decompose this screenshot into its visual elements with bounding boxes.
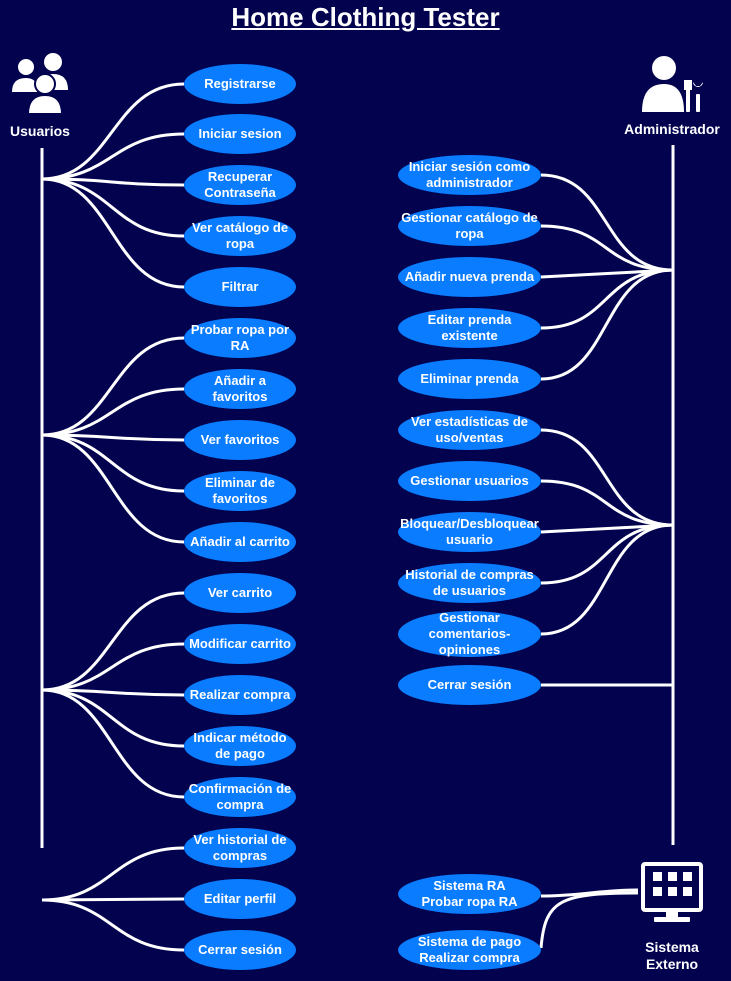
usecase-ver-carrito[interactable]: Ver carrito [184,573,296,613]
usecase-confirmacion-de-compra[interactable]: Confirmación de compra [184,777,296,817]
admin-connector-gestionar-usuarios [540,479,674,527]
actor-usuarios-label: Usuarios [10,123,70,139]
connector-modificar-carrito [41,642,185,692]
admin-usecase-iniciar-sesion-como-administrador[interactable]: Iniciar sesión como administrador [398,155,541,195]
connector-indicar-metodo-de-pago [41,688,185,748]
admin-connector-eliminar-prenda [540,268,674,381]
use-case-label: Ver historial de compras [193,832,287,863]
use-case-label: Añadir al carrito [190,534,290,549]
connector-ver-historial-de-compras [41,846,185,902]
use-case-label: Eliminar prenda [420,371,519,386]
use-case-label: Ver favoritos [200,432,280,447]
usecase-ver-historial-de-compras[interactable]: Ver historial de compras [184,828,296,868]
use-case-label: Registrarse [204,76,276,91]
use-case-label: Sistema RA Probar ropa RA [421,878,518,909]
usecase-editar-perfil[interactable]: Editar perfil [184,879,296,919]
admin-connector-editar-prenda-existente [540,268,674,330]
connector-registrarse [41,82,185,181]
use-case-label: Iniciar sesion [198,126,282,141]
admin-usecase-ver-estadisticas-de-uso-ventas[interactable]: Ver estadísticas de uso/ventas [398,410,541,450]
usecase-anadir-a-favoritos[interactable]: Añadir a favoritos [184,369,296,409]
use-case-label: Editar perfil [203,891,277,906]
external-usecase-sistema-de-pago-realizar-compra[interactable]: Sistema de pago Realizar compra [398,930,541,970]
use-case-label: Filtrar [221,279,259,294]
admin-connector-gestionar-catalogo-de-ropa [540,224,674,272]
use-case-label: Ver carrito [207,585,273,600]
users-group-icon [12,53,68,115]
use-case-label: Gestionar comentarios-opiniones [428,610,511,657]
diagram-title: Home Clothing Tester [231,2,500,32]
use-case-label: Gestionar usuarios [410,473,529,488]
admin-connector-iniciar-sesion-como-administrador [540,173,674,272]
admin-connector-historial-de-compras-de-usuarios [540,523,674,585]
admin-usecase-editar-prenda-existente[interactable]: Editar prenda existente [398,308,541,348]
admin-usecase-anadir-nueva-prenda[interactable]: Añadir nueva prenda [398,257,541,297]
usecase-recuperar-contrasena[interactable]: Recuperar Contraseña [184,165,296,205]
connector-filtrar [41,177,185,289]
use-case-label: Iniciar sesión como administrador [408,159,531,190]
use-case-label: Añadir a favoritos [212,373,268,404]
admin-usecase-eliminar-prenda[interactable]: Eliminar prenda [398,359,541,399]
actor-administrador-label: Administrador [624,121,720,137]
usecase-probar-ropa-por-ra[interactable]: Probar ropa por RA [184,318,296,358]
connector-iniciar-sesion [41,132,185,181]
usecase-modificar-carrito[interactable]: Modificar carrito [184,624,296,664]
connector-anadir-al-carrito [41,433,185,544]
use-case-label: Ver catálogo de ropa [191,220,289,251]
actor-sistema-externo-label: Sistema Externo [645,939,699,972]
usecase-filtrar[interactable]: Filtrar [184,267,296,307]
use-case-label: Recuperar Contraseña [204,169,276,200]
connector-ver-carrito [41,591,185,692]
usecase-indicar-metodo-de-pago[interactable]: Indicar método de pago [184,726,296,766]
use-case-label: Ver estadísticas de uso/ventas [410,414,529,445]
use-case-label: Editar prenda existente [427,312,512,343]
use-case-label: Sistema de pago Realizar compra [417,934,522,965]
use-case-label: Historial de compras de usuarios [405,567,534,598]
admin-tools-icon [642,56,703,112]
use-case-label: Cerrar sesión [427,677,512,692]
admin-usecase-gestionar-usuarios[interactable]: Gestionar usuarios [398,461,541,501]
usecase-realizar-compra[interactable]: Realizar compra [184,675,296,715]
usecase-iniciar-sesion[interactable]: Iniciar sesion [184,114,296,154]
use-case-label: Gestionar catálogo de ropa [401,210,538,241]
use-case-label: Realizar compra [189,687,291,702]
connector-confirmacion-de-compra [41,688,185,799]
usecase-ver-catalogo-de-ropa[interactable]: Ver catálogo de ropa [184,216,296,256]
external-usecase-sistema-ra-probar-ropa-ra[interactable]: Sistema RA Probar ropa RA [398,874,541,914]
admin-usecase-historial-de-compras-de-usuarios[interactable]: Historial de compras de usuarios [398,563,541,603]
use-case-label: Añadir nueva prenda [404,269,535,284]
external-connector-pago [539,891,639,949]
connector-anadir-a-favoritos [41,387,185,437]
admin-usecase-gestionar-catalogo-de-ropa[interactable]: Gestionar catálogo de ropa [398,206,541,246]
usecase-anadir-al-carrito[interactable]: Añadir al carrito [184,522,296,562]
admin-connector-gestionar-comentarios-opiniones [540,523,674,636]
connector-realizar-compra [41,688,185,697]
connector-cerrar-sesion [41,898,185,952]
connector-recuperar-contrasena [41,177,185,187]
admin-usecase-cerrar-sesion[interactable]: Cerrar sesión [398,665,541,705]
use-case-label: Indicar método de pago [193,730,287,761]
admin-usecase-bloquear-desbloquear-usuario[interactable]: Bloquear/Desbloquear usuario [398,512,541,552]
usecase-ver-favoritos[interactable]: Ver favoritos [184,420,296,460]
use-case-label: Cerrar sesión [198,942,282,957]
connector-ver-favoritos [41,433,185,442]
monitor-grid-icon [641,862,703,922]
use-case-label: Probar ropa por RA [190,322,290,353]
usecase-cerrar-sesion[interactable]: Cerrar sesión [184,930,296,970]
admin-usecase-gestionar-comentarios-opiniones[interactable]: Gestionar comentarios-opiniones [398,610,541,657]
use-case-label: Confirmación de compra [188,781,292,812]
connector-probar-ropa-por-ra [41,336,185,437]
usecase-registrarse[interactable]: Registrarse [184,64,296,104]
connector-editar-perfil [41,897,185,902]
use-case-label: Bloquear/Desbloquear usuario [400,516,539,547]
use-case-label: Eliminar de favoritos [204,475,276,506]
use-case-label: Modificar carrito [189,636,291,651]
connector-ver-catalogo-de-ropa [41,177,185,238]
external-connector-ra [540,888,639,898]
admin-connector-ver-estadisticas-de-uso-ventas [540,428,674,527]
usecase-eliminar-de-favoritos[interactable]: Eliminar de favoritos [184,471,296,511]
connector-eliminar-de-favoritos [41,433,185,493]
